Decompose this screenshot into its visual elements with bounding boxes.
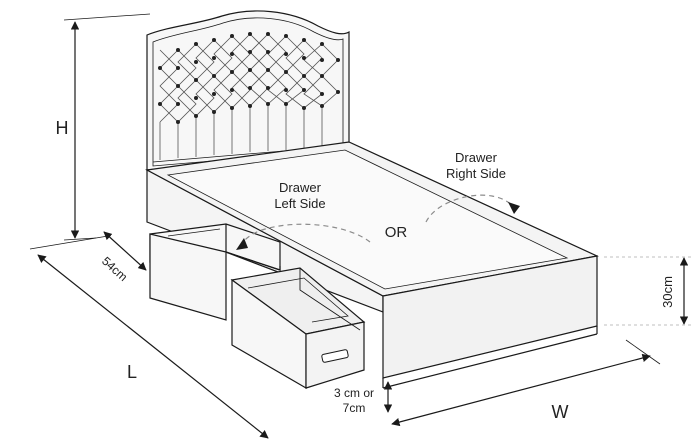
- left-side-arrowhead: [236, 238, 248, 250]
- length-label: L: [127, 362, 137, 382]
- length-dimension: [37, 254, 269, 439]
- drawer-handle: [321, 349, 349, 363]
- or-label: OR: [385, 224, 408, 241]
- drawer-side-arrows: [239, 194, 517, 247]
- base-height-label: 30cm: [660, 276, 675, 308]
- drawer-right-label-line2: Right Side: [446, 166, 506, 181]
- bed-base: [145, 141, 599, 389]
- clearance-label-line2: 7cm: [343, 401, 366, 415]
- width-dimension: [391, 353, 651, 427]
- right-side-arrowhead: [508, 202, 520, 214]
- width-label: W: [552, 402, 569, 422]
- drawer-depth-dimension: [103, 231, 147, 271]
- drawer-right-label-line1: Drawer: [455, 150, 498, 165]
- height-label: H: [56, 118, 69, 138]
- drawer-left-label-line1: Drawer: [279, 180, 322, 195]
- tufting-buttons: [158, 32, 340, 124]
- drawer-depth-label: 54cm: [99, 254, 130, 284]
- dimension-lines: [29, 13, 692, 439]
- drawer-left-label-line2: Left Side: [274, 196, 325, 211]
- clearance-label-line1: 3 cm or: [334, 386, 374, 400]
